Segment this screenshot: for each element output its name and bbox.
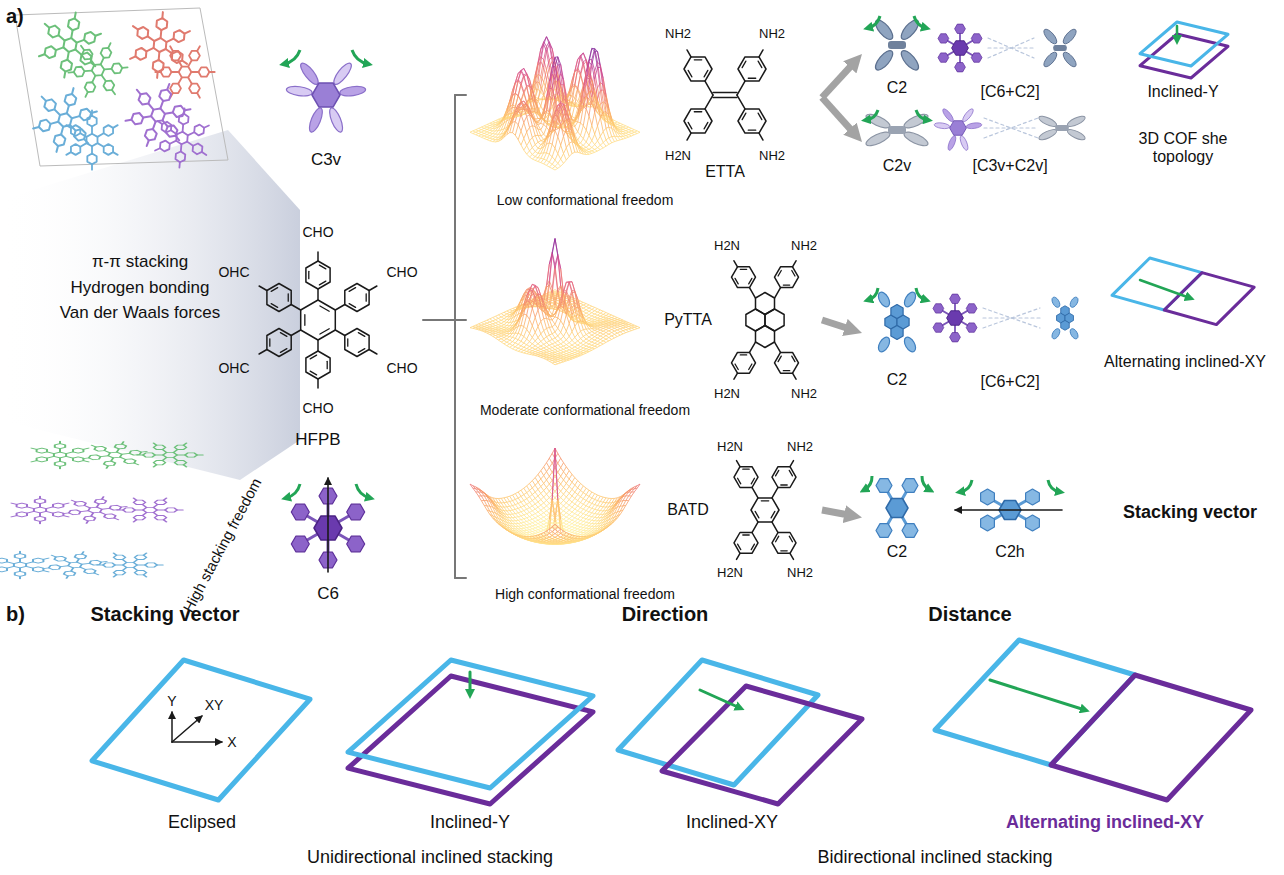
figure-canvas: ETTAC2C2vPyTTAC2BATDC2EclipsedInclined-Y… [0,0,1284,875]
